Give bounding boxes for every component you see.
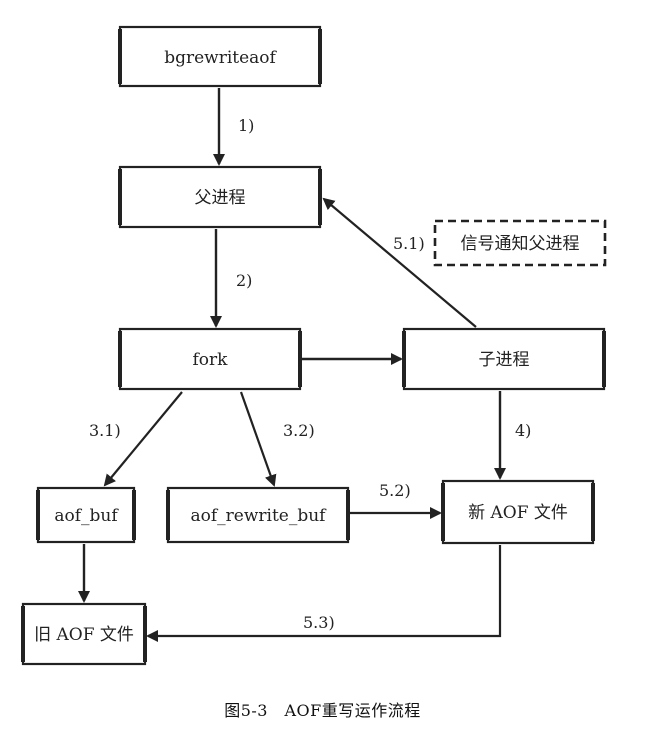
node-fork-label: fork [193, 350, 229, 370]
node-aof-rewrite-buf-label: aof_rewrite_buf [191, 506, 328, 526]
edge-1-label: 1) [238, 116, 254, 135]
edge-5-1-label: 5.1) [393, 234, 425, 253]
figure-caption: 图5-3 AOF重写运作流程 [224, 701, 421, 720]
node-new-aof-file: 新 AOF 文件 [441, 479, 595, 545]
node-aof-rewrite-buf: aof_rewrite_buf [166, 486, 350, 544]
edge-4-label: 4) [515, 421, 531, 440]
edge-3-2-label: 3.2) [283, 421, 315, 440]
edge-3-1-arrow [103, 391, 183, 487]
node-aof-buf-label: aof_buf [54, 506, 119, 526]
node-old-aof-file: 旧 AOF 文件 [21, 602, 147, 666]
edge-5-3-label: 5.3) [303, 613, 335, 632]
node-parent-process: 父进程 [118, 165, 322, 229]
edge-3-2-arrow [239, 391, 277, 487]
node-new-aof-file-label: 新 AOF 文件 [468, 503, 568, 523]
aof-rewrite-flow-diagram: bgrewriteaof 父进程 fork 子进程 信号通知父进程 aof_bu… [21, 25, 607, 666]
node-child-process: 子进程 [402, 327, 606, 391]
node-fork: fork [118, 327, 302, 391]
edge-3-1-label: 3.1) [89, 421, 121, 440]
edge-5-3-arrow [146, 545, 502, 642]
node-signal-parent: 信号通知父进程 [433, 219, 607, 267]
node-child-process-label: 子进程 [479, 350, 530, 370]
edge-5-1-arrow [322, 197, 477, 328]
node-old-aof-file-label: 旧 AOF 文件 [34, 625, 134, 645]
node-bgrewriteaof-label: bgrewriteaof [164, 48, 277, 68]
edge-5-2-label: 5.2) [379, 481, 411, 500]
edge-2-label: 2) [236, 271, 252, 290]
node-signal-parent-label: 信号通知父进程 [461, 234, 580, 254]
node-bgrewriteaof: bgrewriteaof [118, 25, 322, 88]
node-parent-process-label: 父进程 [195, 188, 246, 208]
node-aof-buf: aof_buf [36, 486, 136, 544]
